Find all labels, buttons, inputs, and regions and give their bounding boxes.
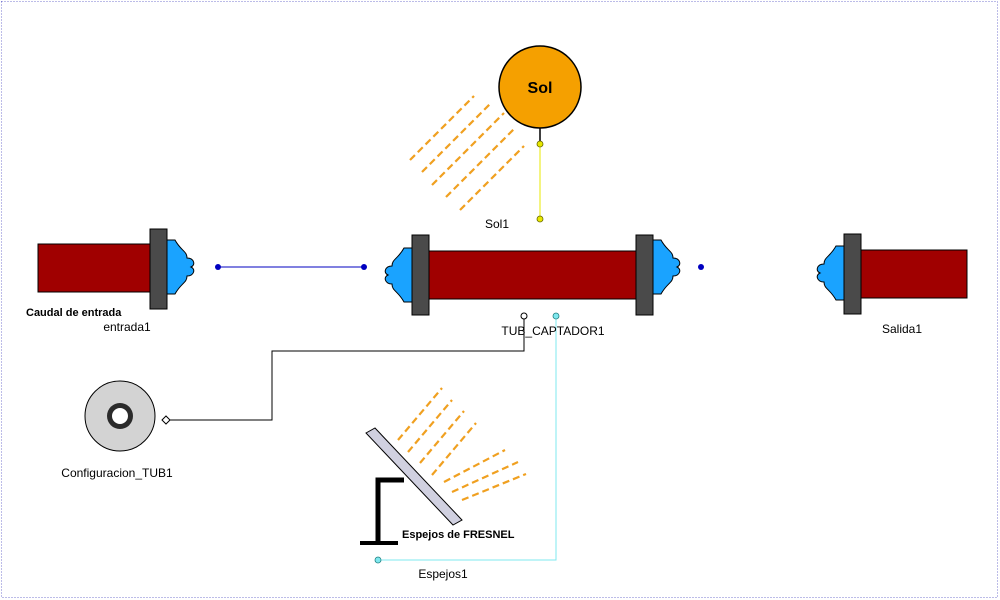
config-output-port[interactable] [161,415,171,425]
collector-component[interactable]: TUB_CAPTADOR1 [361,234,704,338]
mirrors-output-port[interactable] [374,556,382,564]
mirrors-caption: Espejos de FRESNEL [402,529,515,541]
pipe-inlet-icon [37,228,195,310]
reflected-rays [397,387,527,502]
sun-icon-text: Sol [528,80,553,97]
sun-rays [409,95,525,211]
sun-connection-port[interactable] [536,215,544,223]
pipe-outlet-icon [816,233,968,315]
disc-config-icon [84,380,156,452]
collector-mirror-port[interactable] [552,312,560,320]
sun-output-port[interactable] [536,140,544,148]
mirror-connection-wire[interactable] [378,316,557,561]
outlet-label: Salida1 [882,322,922,336]
collector-tube-icon [384,234,681,316]
collector-label: TUB_CAPTADOR1 [501,324,604,338]
outlet-component[interactable]: Salida1 [816,233,968,336]
sun-label: Sol1 [485,217,509,231]
collector-output-port[interactable] [698,264,704,270]
config-connection-wire[interactable] [166,316,525,421]
inlet-caption: Caudal de entrada [26,307,122,319]
collector-input-port[interactable] [361,264,367,270]
config-label: Configuracion_TUB1 [61,466,173,480]
mirrors-component[interactable]: Espejos de FRESNEL Espejos1 [360,387,527,581]
collector-config-port[interactable] [520,312,528,320]
inlet-label: entrada1 [103,320,151,334]
sun-component[interactable]: Sol Sol1 [409,45,582,231]
fresnel-mirror-icon [360,387,527,545]
connections [166,144,557,561]
sun-icon [409,45,582,211]
mirrors-label: Espejos1 [418,567,468,581]
config-component[interactable]: Configuracion_TUB1 [61,380,173,480]
inlet-component[interactable]: Caudal de entrada entrada1 [26,228,221,334]
inlet-output-port[interactable] [215,264,221,270]
